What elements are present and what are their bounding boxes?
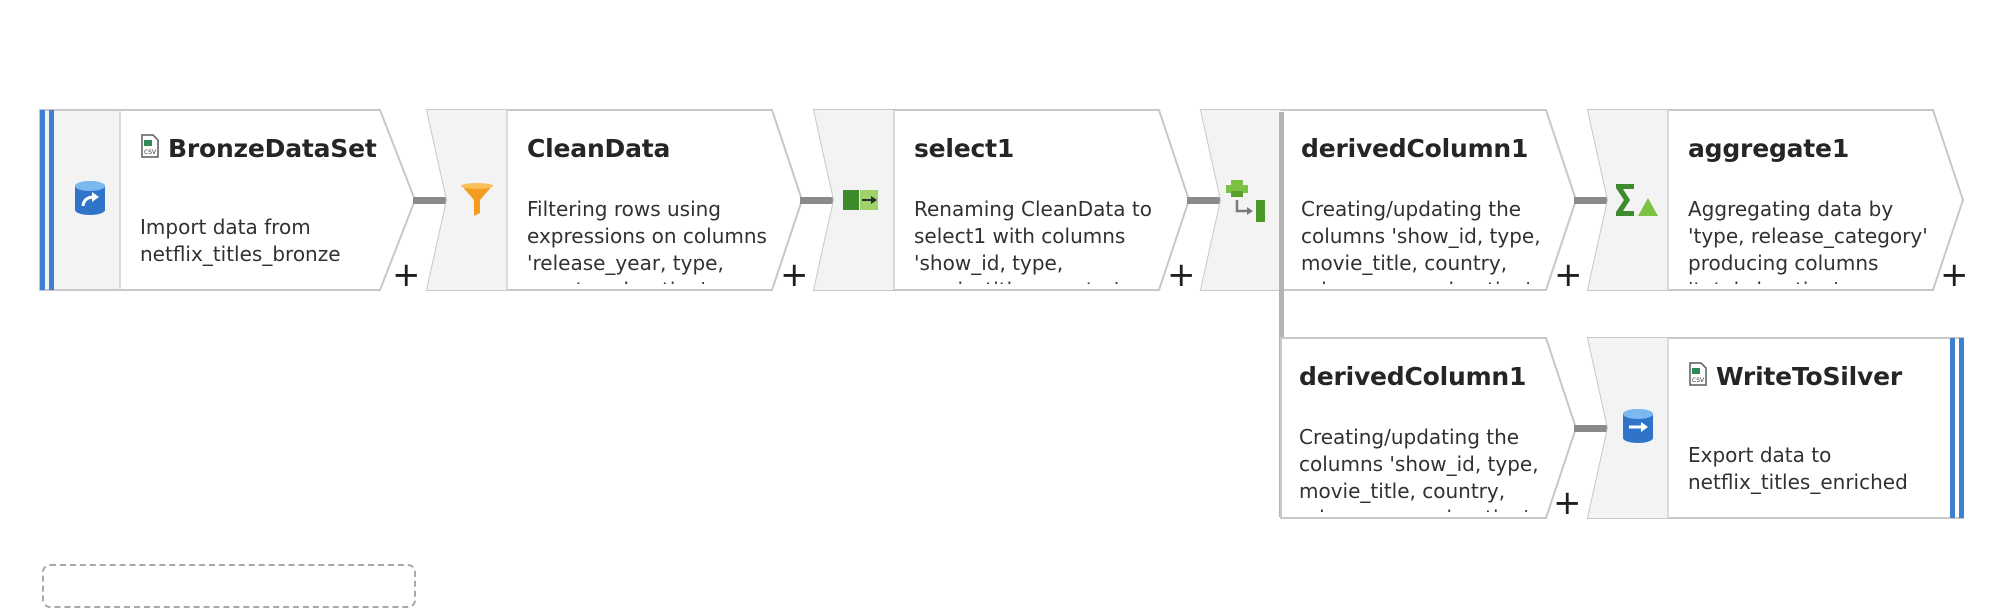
node-description-text: Aggregating data by 'type, release_categ… <box>1688 197 1928 284</box>
node-description: Creating/updating the columns 'show_id, … <box>1299 424 1561 512</box>
node-title: BronzeDataSet <box>168 134 377 163</box>
node-description-text: Creating/updating the columns 'show_id, … <box>1299 425 1539 512</box>
sink-dataset-icon <box>1618 406 1658 446</box>
node-bronze-dataset[interactable]: CSV BronzeDataSet Import data from netfl… <box>39 109 421 295</box>
node-description-text: Filtering rows using expressions on colu… <box>527 197 767 284</box>
add-transformation-button[interactable]: + <box>1553 483 1582 523</box>
node-title: derivedColumn1 <box>1299 362 1527 391</box>
node-description: Export data to netflix_titles_enriched <box>1688 442 1938 502</box>
connector-line <box>1574 197 1608 204</box>
svg-text:CSV: CSV <box>144 149 157 156</box>
node-title: WriteToSilver <box>1716 362 1902 391</box>
node-description: Filtering rows using expressions on colu… <box>527 196 792 284</box>
node-description-text: Creating/updating the columns 'show_id, … <box>1301 197 1541 284</box>
add-transformation-button[interactable]: + <box>392 255 421 295</box>
source-dataset-icon <box>70 178 110 218</box>
connector-line <box>1187 197 1221 204</box>
node-description: Creating/updating the columns 'show_id, … <box>1301 196 1566 284</box>
node-title-row: derivedColumn1 <box>1299 362 1526 391</box>
aggregate-sigma-icon <box>1612 180 1658 220</box>
node-description-text: Renaming CleanData to select1 with colum… <box>914 197 1152 284</box>
add-transformation-button[interactable]: + <box>1940 255 1969 295</box>
node-shape <box>1199 109 1578 291</box>
node-title-row: CSV BronzeDataSet <box>140 134 377 163</box>
add-source-placeholder[interactable] <box>42 564 416 608</box>
node-shape <box>1586 109 1965 291</box>
node-description: Import data from netflix_titles_bronze <box>140 214 370 274</box>
csv-file-icon: CSV <box>140 134 160 163</box>
node-description: Aggregating data by 'type, release_categ… <box>1688 196 1943 284</box>
node-description-text: Import data from netflix_titles_bronze <box>140 215 341 266</box>
node-description-text: Export data to netflix_titles_enriched <box>1688 443 1908 494</box>
add-transformation-button[interactable]: + <box>780 255 809 295</box>
node-title: select1 <box>914 134 1015 163</box>
node-title: derivedColumn1 <box>1301 134 1529 163</box>
csv-file-icon: CSV <box>1688 362 1708 391</box>
node-title-row: derivedColumn1 <box>1301 134 1528 163</box>
connector-line <box>1574 425 1608 432</box>
node-shape <box>425 109 804 291</box>
branch-connector-line <box>1279 112 1284 517</box>
node-shape <box>1280 337 1578 519</box>
add-transformation-button[interactable]: + <box>1167 255 1196 295</box>
node-derived-column1-branch[interactable]: derivedColumn1 Creating/updating the col… <box>1280 337 1582 523</box>
node-select1[interactable]: select1 Renaming CleanData to select1 wi… <box>812 109 1196 295</box>
node-title: CleanData <box>527 134 671 163</box>
connector-line <box>800 197 834 204</box>
node-write-to-silver[interactable]: CSV WriteToSilver Export data to netflix… <box>1586 337 1968 519</box>
filter-funnel-icon <box>457 180 497 220</box>
node-title-row: aggregate1 <box>1688 134 1849 163</box>
node-shape <box>39 109 417 291</box>
node-title-row: CSV WriteToSilver <box>1688 362 1902 391</box>
node-description: Renaming CleanData to select1 with colum… <box>914 196 1179 284</box>
node-shape <box>1586 337 1964 519</box>
new-branch-icon <box>1225 178 1265 222</box>
node-derived-column1[interactable]: derivedColumn1 Creating/updating the col… <box>1199 109 1583 295</box>
connector-line <box>413 197 447 204</box>
node-aggregate1[interactable]: aggregate1 Aggregating data by 'type, re… <box>1586 109 1969 295</box>
node-title-row: select1 <box>914 134 1014 163</box>
node-title: aggregate1 <box>1688 134 1850 163</box>
add-transformation-button[interactable]: + <box>1554 255 1583 295</box>
node-clean-data[interactable]: CleanData Filtering rows using expressio… <box>425 109 809 295</box>
select-columns-icon <box>842 186 882 226</box>
svg-text:CSV: CSV <box>1692 377 1705 384</box>
node-title-row: CleanData <box>527 134 670 163</box>
